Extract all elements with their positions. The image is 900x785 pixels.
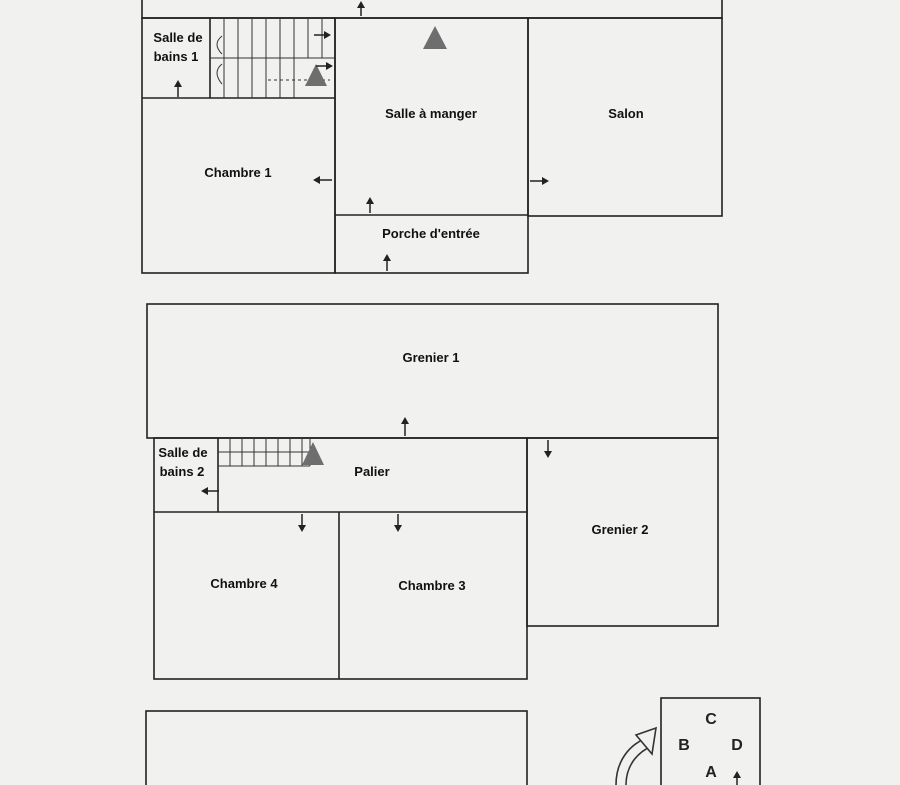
position-marker-landing-icon <box>302 442 324 465</box>
key-letter-a: A <box>705 764 717 781</box>
key-arrow-up-icon <box>733 771 741 785</box>
arrow-up-entrance-icon <box>383 254 391 271</box>
orientation-key-box <box>660 697 761 785</box>
arrow-down-attic-2-icon <box>544 440 552 458</box>
room-label-bathroom-1-line-1: Salle de <box>153 30 202 45</box>
arrow-left-bedroom-icon <box>313 176 332 184</box>
key-letter-d: D <box>731 737 743 754</box>
upper-staircase <box>218 438 311 467</box>
curved-arrow-head-icon <box>634 726 657 756</box>
room-label-entrance-porch: Porche d'entrée <box>382 226 480 241</box>
position-marker-dining-icon <box>423 26 447 49</box>
right-wing <box>527 17 723 217</box>
curved-arrow-icon <box>615 737 647 785</box>
arrow-down-bedroom-4-icon <box>298 514 306 532</box>
arrow-left-bath-2-icon <box>201 487 219 495</box>
key-letter-c: C <box>705 711 717 728</box>
room-label-bathroom-1-line-2: bains 1 <box>154 49 199 64</box>
partial-plan-bottom <box>145 710 528 785</box>
key-letter-b: B <box>678 737 690 754</box>
top-wall-strip <box>141 0 723 19</box>
partial-room-wall <box>145 710 528 785</box>
lower-left-block <box>153 437 528 680</box>
room-label-attic-2: Grenier 2 <box>591 522 648 537</box>
room-label-attic-1: Grenier 1 <box>402 350 459 365</box>
arrow-up-top-icon <box>357 1 365 16</box>
room-label-bedroom-3: Chambre 3 <box>398 578 465 593</box>
attic-2-wall <box>526 437 719 627</box>
arrow-right-stairs-upper-icon <box>314 31 331 39</box>
upper-floor-arrows <box>201 417 552 532</box>
room-label-bedroom-4: Chambre 4 <box>210 576 278 591</box>
arrow-down-bedroom-3-icon <box>394 514 402 532</box>
orientation-key: C B D A <box>615 697 761 785</box>
position-marker-stairs-icon <box>305 64 327 86</box>
room-label-landing: Palier <box>354 464 389 479</box>
ground-staircase <box>210 18 335 98</box>
arrow-up-porch-icon <box>366 197 374 213</box>
room-label-bedroom-1: Chambre 1 <box>204 165 271 180</box>
upper-floor-plan: Grenier 1 Salle de bains 2 Palier Grenie… <box>146 303 719 680</box>
attic-1-wall <box>146 303 719 439</box>
room-label-dining-room: Salle à manger <box>385 106 477 121</box>
room-label-bathroom-2-line-2: bains 2 <box>160 464 205 479</box>
ground-floor-plan: Salle de bains 1 Chambre 1 Salle à mange… <box>141 0 723 274</box>
arrow-up-attic-1-icon <box>401 417 409 436</box>
arrow-up-bath-icon <box>174 80 182 97</box>
ground-floor-arrows <box>174 1 549 271</box>
room-label-living-room: Salon <box>608 106 643 121</box>
arrow-right-salon-icon <box>530 177 549 185</box>
room-label-bathroom-2-line-1: Salle de <box>158 445 207 460</box>
arrow-right-stairs-lower-icon <box>316 62 333 70</box>
